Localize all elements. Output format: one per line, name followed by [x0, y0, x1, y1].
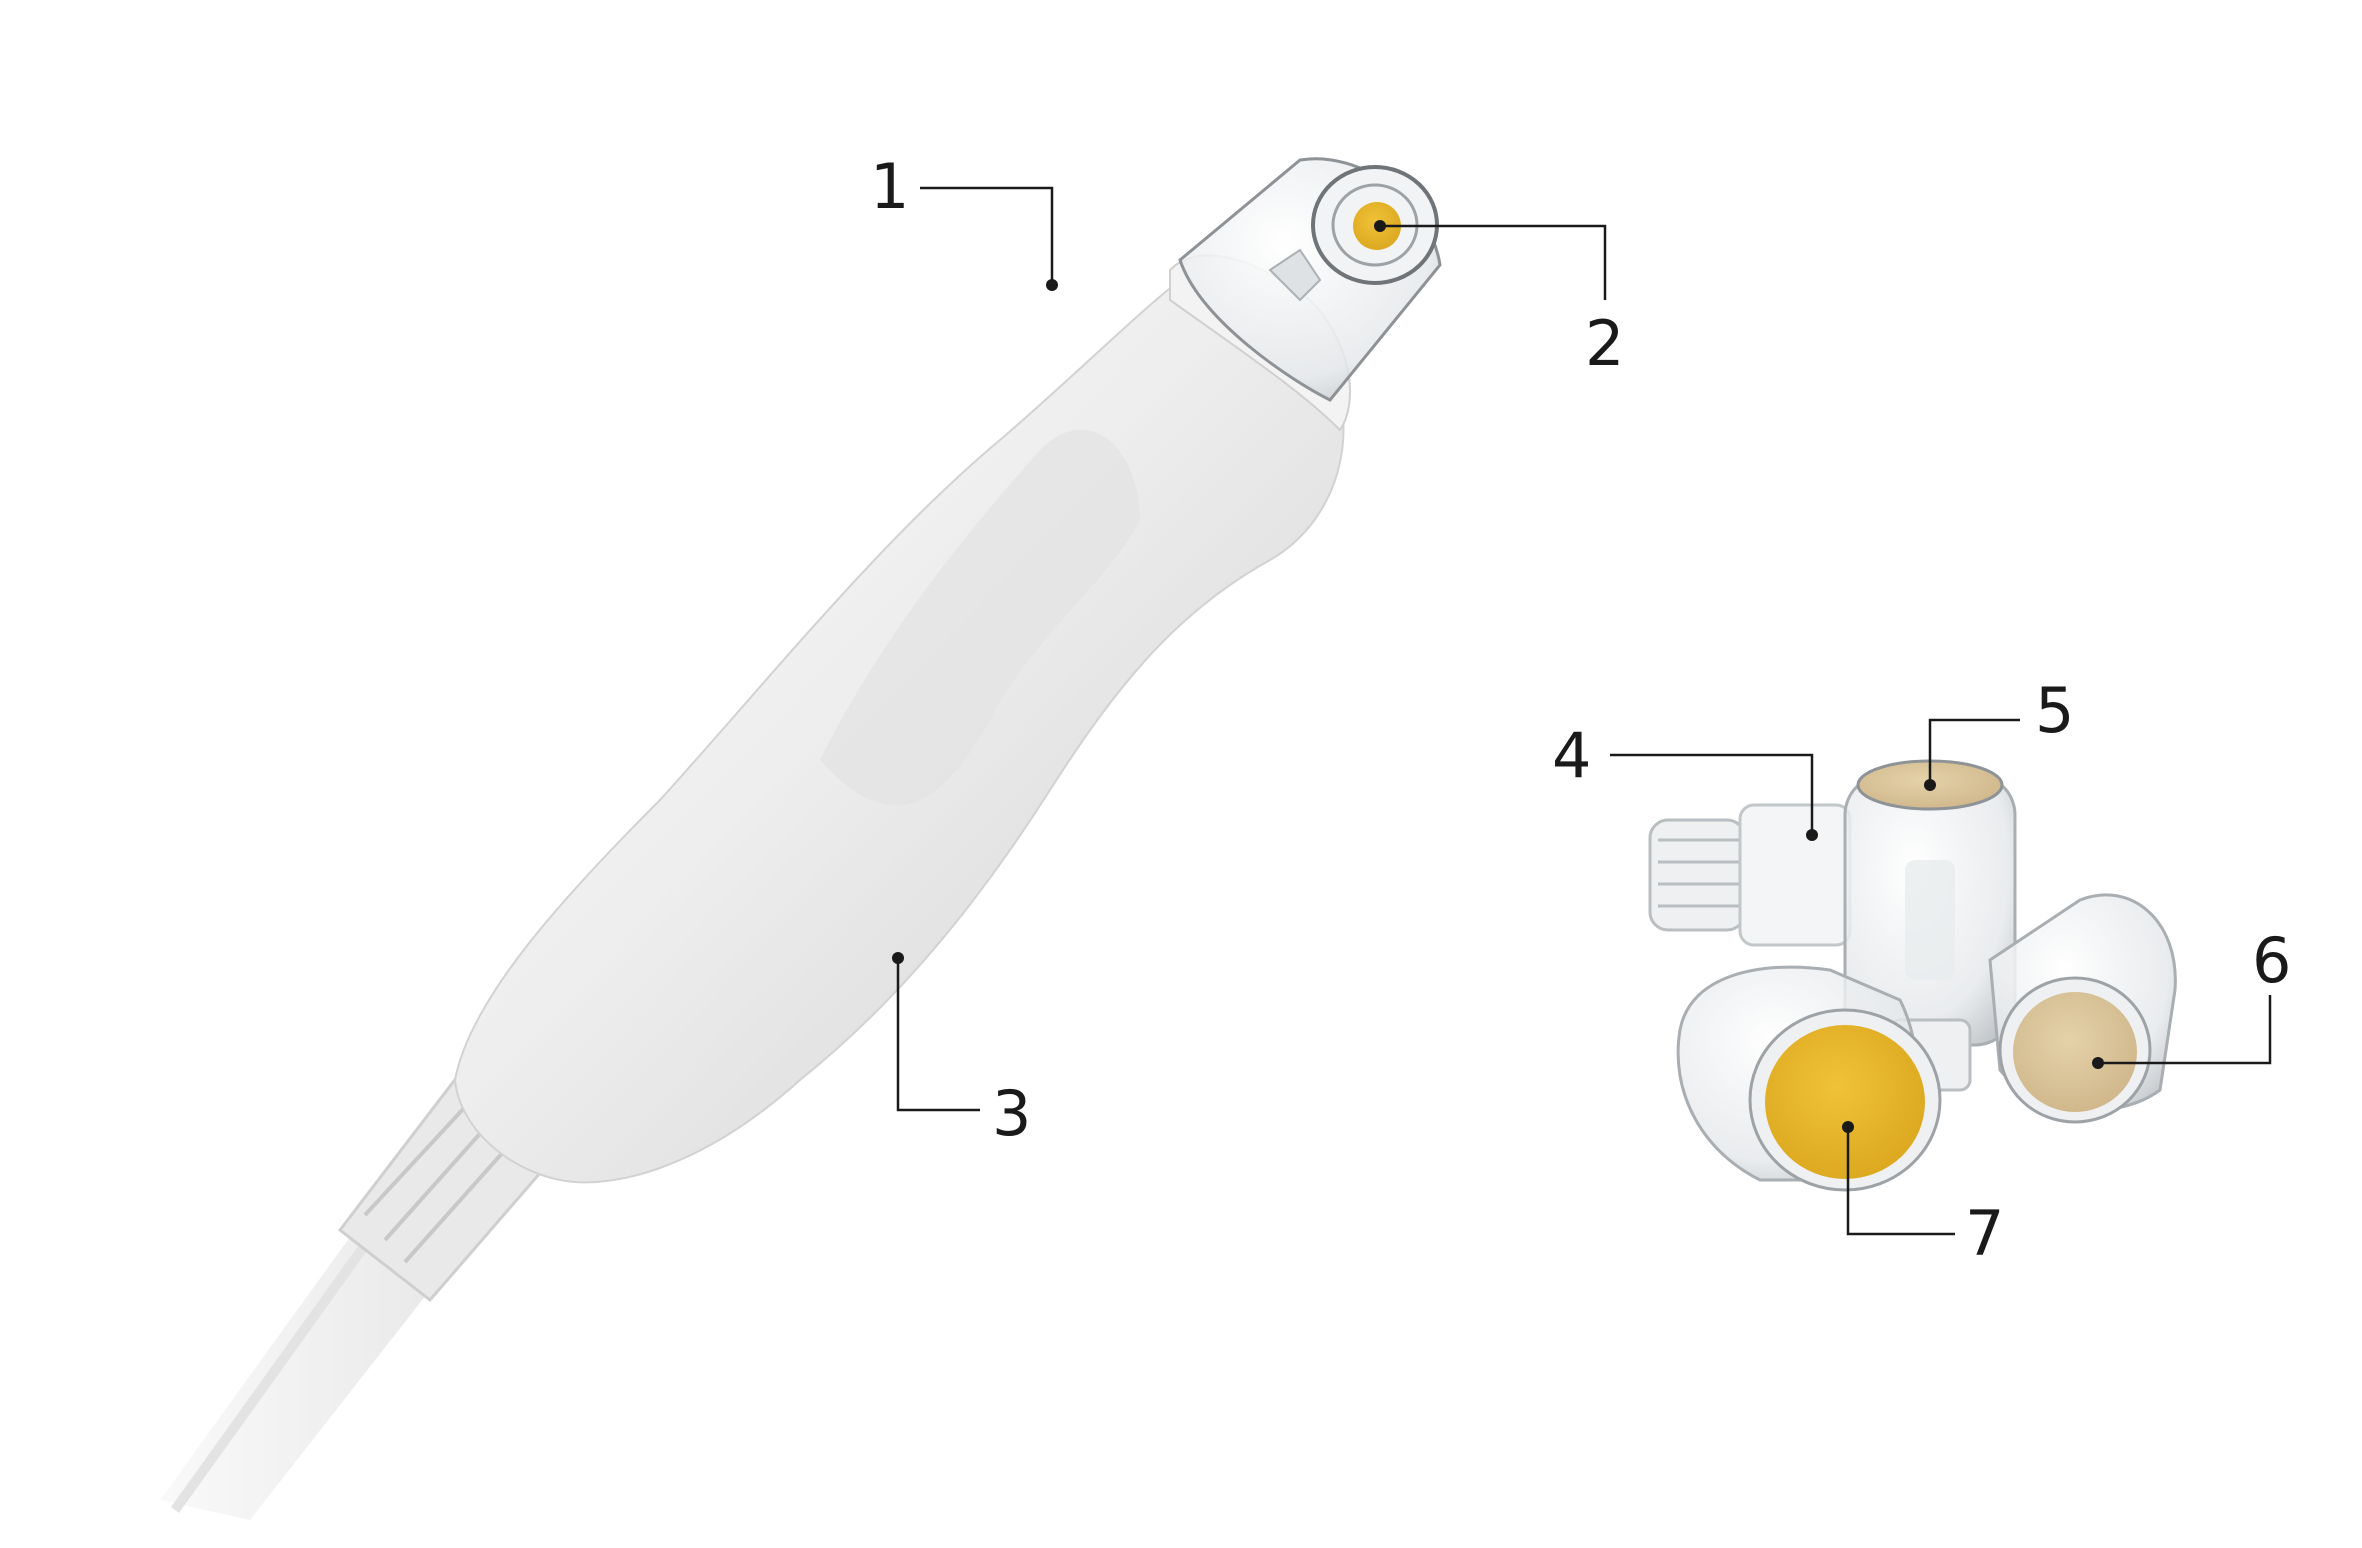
callout-label-1: 1	[870, 150, 909, 223]
callout-label-6: 6	[2252, 924, 2291, 997]
handpiece-device-icon	[160, 157, 1442, 1520]
callout-1: 1	[870, 150, 1058, 291]
callout-label-7: 7	[1965, 1197, 2004, 1270]
tip-cartridge-icon	[1648, 759, 2177, 1192]
callout-7: 7	[1842, 1121, 2004, 1270]
callout-label-3: 3	[992, 1077, 1031, 1150]
callout-2: 2	[1374, 220, 1624, 380]
callout-3: 3	[892, 952, 1031, 1150]
callout-label-2: 2	[1585, 307, 1624, 380]
tip-connector	[1648, 803, 1852, 947]
tip-cartridge-7	[1676, 965, 1942, 1192]
cable	[160, 1230, 430, 1520]
callout-4: 4	[1552, 719, 1818, 841]
tip-cartridge-6	[1988, 893, 2177, 1124]
callout-5: 5	[1924, 674, 2074, 791]
callout-6: 6	[2092, 924, 2291, 1069]
callout-label-4: 4	[1552, 719, 1591, 792]
callout-label-5: 5	[2035, 674, 2074, 747]
grip-recess	[820, 429, 1140, 806]
